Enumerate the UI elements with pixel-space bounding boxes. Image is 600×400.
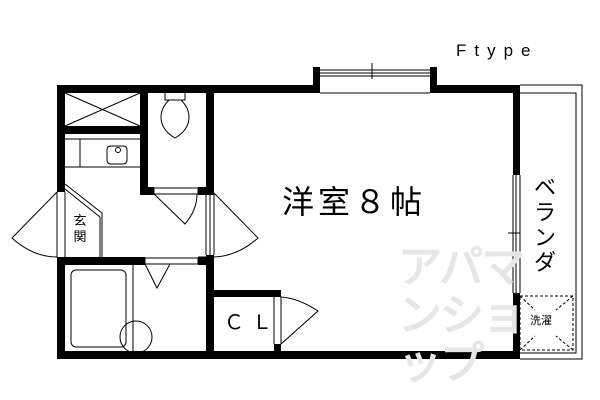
room-label-western-room: 洋室８帖: [282, 183, 427, 221]
room-label-veranda: ベランダ: [533, 176, 556, 276]
walls: [57, 67, 520, 359]
room-label-laundry: 洗濯: [530, 314, 552, 327]
watermark-text: アパマンショップ: [398, 242, 526, 389]
laundry-space: [519, 295, 574, 351]
plan-type-label: Ftype: [456, 41, 539, 60]
room-label-entrance: 玄関: [73, 214, 87, 245]
fixtures: [11, 63, 583, 360]
room-label-closet: ＣＬ: [224, 312, 280, 334]
